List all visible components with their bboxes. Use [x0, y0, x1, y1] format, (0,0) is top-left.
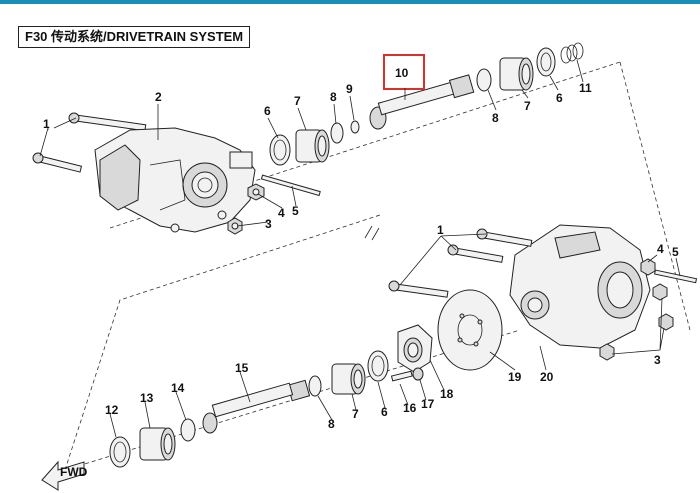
seal-ring-part-6-upper-right — [536, 47, 556, 77]
stud-part-5-lower — [653, 269, 698, 284]
part-number-5: 5 — [292, 204, 299, 218]
bearing-part-7-lower — [331, 363, 366, 395]
part-number-7: 7 — [352, 407, 359, 421]
seal-ring-part-12 — [109, 436, 131, 468]
part-number-14: 14 — [171, 381, 185, 395]
part-number-9: 9 — [346, 82, 353, 96]
part-number-7: 7 — [294, 94, 301, 108]
fwd-direction-arrow: FWD — [41, 460, 88, 491]
fwd-label: FWD — [60, 465, 88, 479]
rear-gearbox-part-20 — [509, 224, 651, 349]
diagram-title: F30 传动系统/DRIVETRAIN SYSTEM — [18, 26, 251, 48]
part-number-4: 4 — [657, 242, 664, 256]
nut-part-3-lower-b — [658, 313, 674, 331]
part-number-2: 2 — [155, 90, 162, 104]
bolt-part-1-lower-b — [447, 244, 504, 263]
part-number-18: 18 — [440, 387, 454, 401]
part-number-20: 20 — [540, 370, 554, 384]
part-10-highlight-box — [383, 54, 425, 90]
part-number-12: 12 — [105, 403, 119, 417]
flange-part-18 — [397, 324, 433, 373]
washer-part-17 — [412, 367, 424, 381]
retaining-ring-part-8-upper-left — [330, 122, 344, 144]
retaining-ring-part-8-lower — [308, 375, 322, 397]
axis-line-upper — [109, 61, 621, 229]
part-number-1: 1 — [437, 223, 444, 237]
nut-part-3-upper — [227, 217, 243, 235]
bolt-part-1-upper-a — [68, 112, 147, 132]
axis-break-mark — [364, 225, 380, 241]
part-number-11: 11 — [579, 81, 592, 95]
part-number-6: 6 — [556, 91, 563, 105]
bearing-part-7-upper-right — [499, 57, 534, 91]
nut-part-3-lower-a — [652, 283, 668, 301]
small-ring-part-9 — [350, 120, 360, 134]
washer-part-4-upper — [247, 183, 265, 201]
driveshaft-part-10 — [369, 74, 475, 130]
part-number-6: 6 — [264, 104, 271, 118]
bolt-part-16 — [390, 370, 413, 382]
seal-ring-part-6-upper-left — [269, 134, 291, 166]
shaft-part-15 — [202, 379, 311, 434]
gearbox-housing-part-2 — [94, 127, 256, 233]
top-accent-bar — [0, 0, 700, 4]
part-number-19: 19 — [508, 370, 522, 384]
stud-part-5-upper — [260, 174, 321, 197]
part-number-3: 3 — [654, 353, 661, 367]
part-number-7: 7 — [524, 99, 531, 113]
bearing-part-7-upper-left — [295, 129, 330, 163]
bolt-part-1-lower-a — [476, 228, 533, 247]
bolt-part-1-lower-c — [388, 280, 449, 298]
part-number-16: 16 — [403, 401, 417, 415]
part-number-17: 17 — [421, 397, 435, 411]
retaining-ring-part-14 — [180, 418, 196, 442]
part-number-13: 13 — [140, 391, 154, 405]
part-number-8: 8 — [492, 111, 499, 125]
part-number-5: 5 — [672, 245, 679, 259]
part-number-8: 8 — [328, 417, 335, 431]
spring-clip-part-11 — [560, 42, 584, 64]
axis-line-lower — [64, 214, 381, 471]
part-number-6: 6 — [381, 405, 388, 419]
bearing-part-13 — [139, 427, 176, 461]
washer-part-4-lower — [640, 258, 656, 276]
part-number-10: 10 — [395, 66, 409, 80]
part-number-1: 1 — [43, 117, 50, 131]
brake-disc-part-19 — [437, 289, 503, 371]
seal-ring-part-6-lower — [367, 350, 389, 382]
part-number-4: 4 — [278, 206, 285, 220]
part-number-3: 3 — [265, 217, 272, 231]
bolt-part-1-upper-b — [32, 152, 83, 173]
retaining-ring-part-8-upper-right — [476, 68, 492, 92]
nut-part-3-lower-c — [599, 343, 615, 361]
leader-lines — [39, 59, 681, 438]
part-number-15: 15 — [235, 361, 249, 375]
part-number-8: 8 — [330, 90, 337, 104]
